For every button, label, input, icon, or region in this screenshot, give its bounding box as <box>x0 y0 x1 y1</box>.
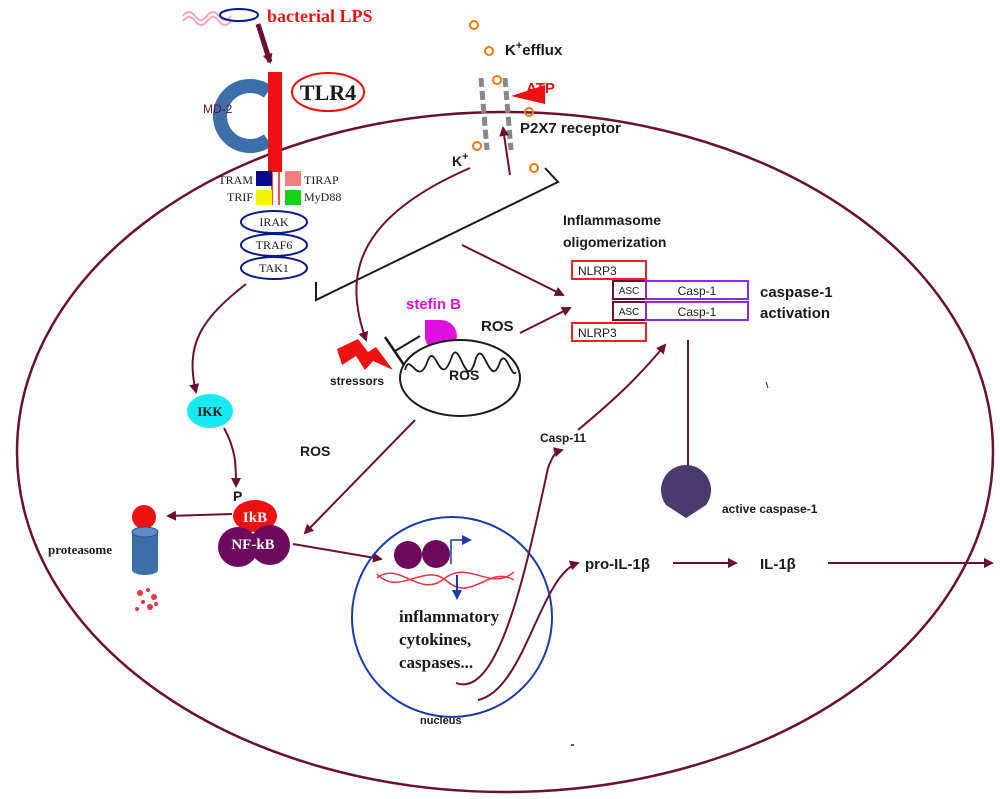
ikb-to-proteasome-arrow <box>166 510 233 521</box>
nucleus-membrane <box>351 516 553 718</box>
nfkb-label: NF-kB <box>231 537 274 553</box>
mitochondrion-cristae <box>404 351 517 375</box>
casp1-bottom-label: Casp-1 <box>678 305 717 319</box>
cell-membrane <box>15 110 995 794</box>
lps-molecule-icon <box>182 8 259 26</box>
ros-near-mito-label: ROS <box>481 318 514 335</box>
tirap-square <box>285 171 301 186</box>
myd88-square <box>285 190 301 205</box>
active-caspase1-icon <box>661 464 711 518</box>
casp1-top-box <box>645 280 749 300</box>
tak1-oval <box>240 256 308 280</box>
nucleus-text-line3: caspases... <box>399 653 473 672</box>
p2x7-label: P2X7 receptor <box>520 120 621 137</box>
mitochondrion <box>399 339 521 417</box>
active-caspase1-label: active caspase-1 <box>722 502 818 516</box>
potassium-ion-dots <box>469 20 539 173</box>
nucleus-label: nucleus <box>420 715 462 727</box>
proteasome-icon <box>131 526 159 575</box>
caspase1-activation-line1: caspase-1 <box>760 284 833 301</box>
nfkb-nuclear-left <box>394 541 422 569</box>
k-efflux-label: K+efflux <box>505 40 563 59</box>
p2x7-receptor-channel <box>478 77 514 151</box>
nucleus-text-line2: cytokines, <box>399 630 471 649</box>
inflammasome-label-line2: oligomerization <box>563 234 666 250</box>
stressors-label: stressors <box>330 374 384 388</box>
ikk-node <box>187 394 233 428</box>
md2-label: MD-2 <box>203 102 233 116</box>
proteasome-label: proteasome <box>48 542 112 557</box>
tak1-to-ikk-arrow <box>189 283 247 394</box>
stefin-b-inhibition <box>394 335 421 352</box>
bracket-to-inflammasome-arrow <box>461 244 565 296</box>
nucleus-text-line1: inflammatory <box>399 607 500 626</box>
k-influx-label: K+ <box>452 151 469 169</box>
p2x7-activation-arrow <box>499 126 511 176</box>
degraded-peptides-icon <box>135 588 158 611</box>
casp11-to-inflammasome-arrow <box>577 343 667 431</box>
myd88-label: MyD88 <box>304 190 341 204</box>
atp-label: ATP <box>526 80 555 97</box>
traf6-label: TRAF6 <box>256 238 293 252</box>
md2-icon <box>213 79 273 153</box>
nlrp3-bottom-box <box>571 322 647 342</box>
pro-il1b-label: pro-IL-1β <box>585 556 650 573</box>
tak1-label: TAK1 <box>259 261 289 275</box>
casp11-label: Casp-11 <box>540 431 586 445</box>
nfkb-node-right <box>250 525 290 565</box>
tirap-label: TIRAP <box>304 173 339 187</box>
ros-to-inflammasome-arrow <box>519 307 572 334</box>
nfkb-to-nucleus-arrow <box>292 543 383 563</box>
stressors-lightning-icon <box>337 339 393 370</box>
nfkb-node-left <box>218 527 258 567</box>
casp1-top-label: Casp-1 <box>678 284 717 298</box>
bacterial-lps-label: bacterial LPS <box>267 6 373 26</box>
nucleus-to-casp11-arrow <box>455 447 564 686</box>
irak-label: IRAK <box>259 215 289 229</box>
ikb-label: IkB <box>243 510 267 526</box>
inflammasome-label-line1: Inflammasome <box>563 212 661 228</box>
tlr4-label-oval <box>291 72 365 112</box>
ros-in-mito-label: ROS <box>449 367 479 383</box>
p2x7-signal-bracket <box>315 167 560 302</box>
nlrp3-bottom-label: NLRP3 <box>578 326 617 340</box>
atp-wedge-icon <box>511 85 545 104</box>
nfkb-nuclear-right <box>422 540 450 568</box>
caspase1-activation-line2: activation <box>760 305 830 322</box>
ikk-label: IKK <box>197 404 223 419</box>
casp1-bottom-box <box>645 301 749 321</box>
tram-label: TRAM <box>218 173 253 187</box>
transcription-start-arrow <box>450 535 472 564</box>
trif-square <box>256 190 272 205</box>
k-to-stressors-arrow <box>355 167 471 342</box>
ikk-to-ikb-arrow <box>223 427 241 488</box>
mito-to-nfkb-arrow <box>303 419 416 535</box>
phospho-label: P <box>233 488 242 504</box>
nlrp3-top-box <box>571 260 647 280</box>
nucleus-to-pro-il1b-arrow <box>477 560 580 701</box>
lps-to-tlr4-arrow <box>255 23 273 64</box>
il1b-label: IL-1β <box>760 556 796 573</box>
ikb-degradation-tag-icon <box>132 505 156 529</box>
nlrp3-top-label: NLRP3 <box>578 264 617 278</box>
tlr4-receptor <box>268 72 282 172</box>
ikb-node <box>233 500 277 532</box>
stefin-b-label: stefin B <box>406 296 461 313</box>
asc-top-label: ASC <box>619 286 640 297</box>
trif-label: TRIF <box>227 190 253 204</box>
tram-square <box>256 171 272 186</box>
asc-bottom-label: ASC <box>619 307 640 318</box>
tlr4-label: TLR4 <box>300 80 356 105</box>
ros-left-label: ROS <box>300 443 330 459</box>
